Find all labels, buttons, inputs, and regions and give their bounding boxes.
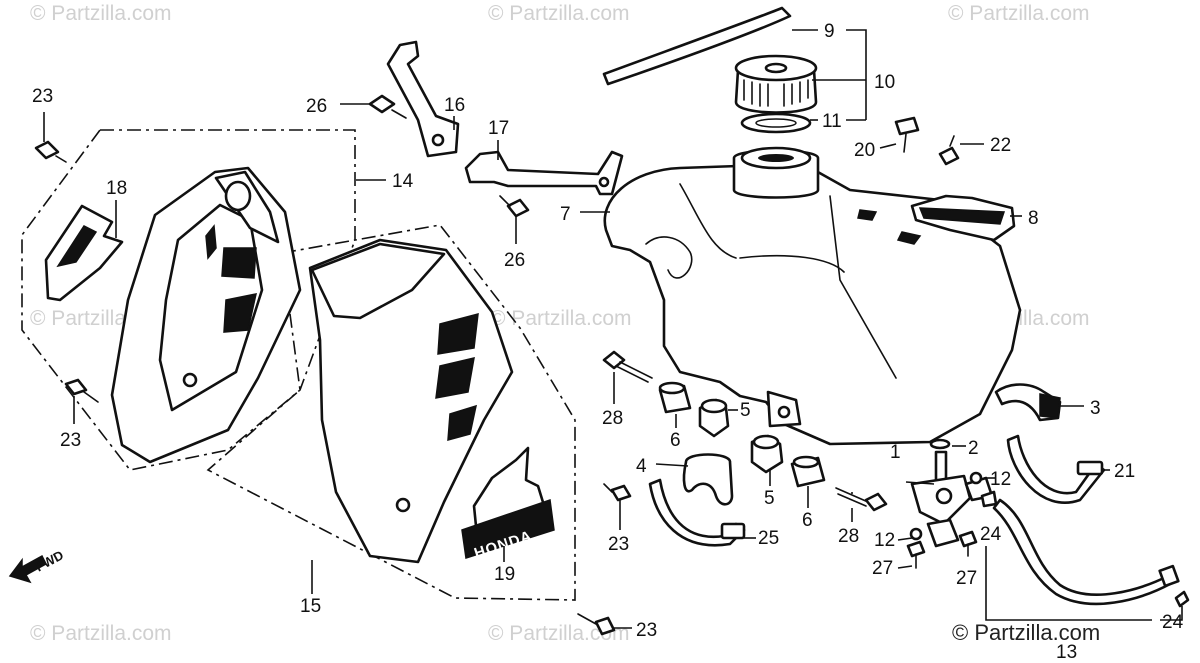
fuel-valve (910, 450, 994, 548)
hose-clip (969, 471, 983, 485)
callout-26: 26 (306, 96, 327, 117)
shroud-15-outline (206, 224, 576, 601)
callout-15: 15 (300, 596, 321, 617)
watermark: © Partzilla.com (30, 2, 172, 25)
stripe-decal (44, 204, 124, 302)
callout-27: 27 (956, 568, 977, 589)
watermark: © Partzilla.com (488, 2, 630, 25)
callouts: 1 2 3 4 5 5 6 6 7 8 9 10 11 12 12 13 14 … (32, 21, 1184, 663)
callout-12: 12 (990, 469, 1011, 490)
breather-tube (602, 6, 792, 86)
callout-17: 17 (488, 118, 509, 139)
fuel-tube (992, 498, 1172, 606)
tube-clip (1174, 590, 1190, 608)
honda-emblem: HONDA (461, 446, 555, 562)
callout-5: 5 (740, 400, 751, 421)
callout-2: 2 (968, 438, 979, 459)
bolt (577, 613, 616, 636)
mounting-stay (464, 150, 624, 196)
callout-10: 10 (874, 72, 895, 93)
bolt (34, 140, 67, 163)
callout-12: 12 (874, 530, 895, 551)
fuel-tube-clip (994, 383, 1062, 422)
screw (894, 116, 920, 153)
callout-4: 4 (636, 456, 647, 477)
screw (906, 540, 926, 569)
callout-22: 22 (990, 135, 1011, 156)
cushion (682, 453, 734, 506)
callout-18: 18 (106, 178, 127, 199)
screw (938, 135, 960, 166)
grommet (750, 434, 784, 474)
partzilla-credit: © Partzilla.com (952, 620, 1100, 645)
callout-25: 25 (758, 528, 779, 549)
callout-7: 7 (560, 204, 571, 225)
shroud-14-outline (21, 129, 356, 471)
callout-23: 23 (32, 86, 53, 107)
callout-9: 9 (824, 21, 835, 42)
callout-23: 23 (608, 534, 629, 555)
callout-28: 28 (602, 408, 623, 429)
callout-26: 26 (504, 250, 525, 271)
bolt (602, 350, 653, 383)
callout-28: 28 (838, 526, 859, 547)
fwd-label: FWD (33, 547, 66, 574)
decal-stripe-mark (56, 225, 98, 268)
fuel-tank (603, 146, 1022, 446)
watermark: © Partzilla.com (30, 622, 172, 645)
watermark-layer: © Partzilla.com © Partzilla.com © Partzi… (30, 2, 1100, 645)
bolt (368, 94, 407, 119)
callout-24: 24 (1162, 612, 1184, 633)
callout-16: 16 (444, 95, 465, 116)
hose-clip (909, 527, 923, 541)
callout-6: 6 (802, 510, 813, 531)
callout-21: 21 (1114, 461, 1135, 482)
callout-13: 13 (1056, 642, 1077, 663)
callout-1: 1 (890, 442, 901, 463)
callout-24: 24 (980, 524, 1002, 545)
callout-5: 5 (764, 488, 775, 509)
right-shroud (308, 238, 514, 564)
callout-8: 8 (1028, 208, 1039, 229)
watermark: © Partzilla.com (948, 2, 1090, 25)
screw (958, 530, 978, 557)
fuel-cap (734, 54, 818, 114)
callout-19: 19 (494, 564, 515, 585)
bolt (499, 195, 530, 218)
callout-20: 20 (854, 140, 875, 161)
fwd-arrow-icon: FWD (8, 547, 66, 584)
watermark: © Partzilla.com (490, 307, 632, 330)
callout-11: 11 (822, 111, 842, 132)
callout-14: 14 (392, 171, 414, 192)
collar (790, 455, 826, 488)
bolt (835, 487, 888, 512)
left-shroud (110, 166, 302, 464)
valve-washer (929, 438, 951, 450)
callout-23: 23 (636, 620, 657, 641)
leader-lines (43, 29, 1183, 629)
bolt (603, 483, 632, 502)
grommet (698, 398, 730, 438)
callout-3: 3 (1090, 398, 1101, 419)
callout-27: 27 (872, 558, 893, 579)
callout-23: 23 (60, 430, 81, 451)
tank-stay-bracket (386, 40, 460, 158)
callout-6: 6 (670, 430, 681, 451)
tube-clip (980, 490, 998, 508)
watermark: © Partzilla.com (488, 622, 630, 645)
bolt (64, 378, 99, 403)
collar (658, 381, 692, 414)
